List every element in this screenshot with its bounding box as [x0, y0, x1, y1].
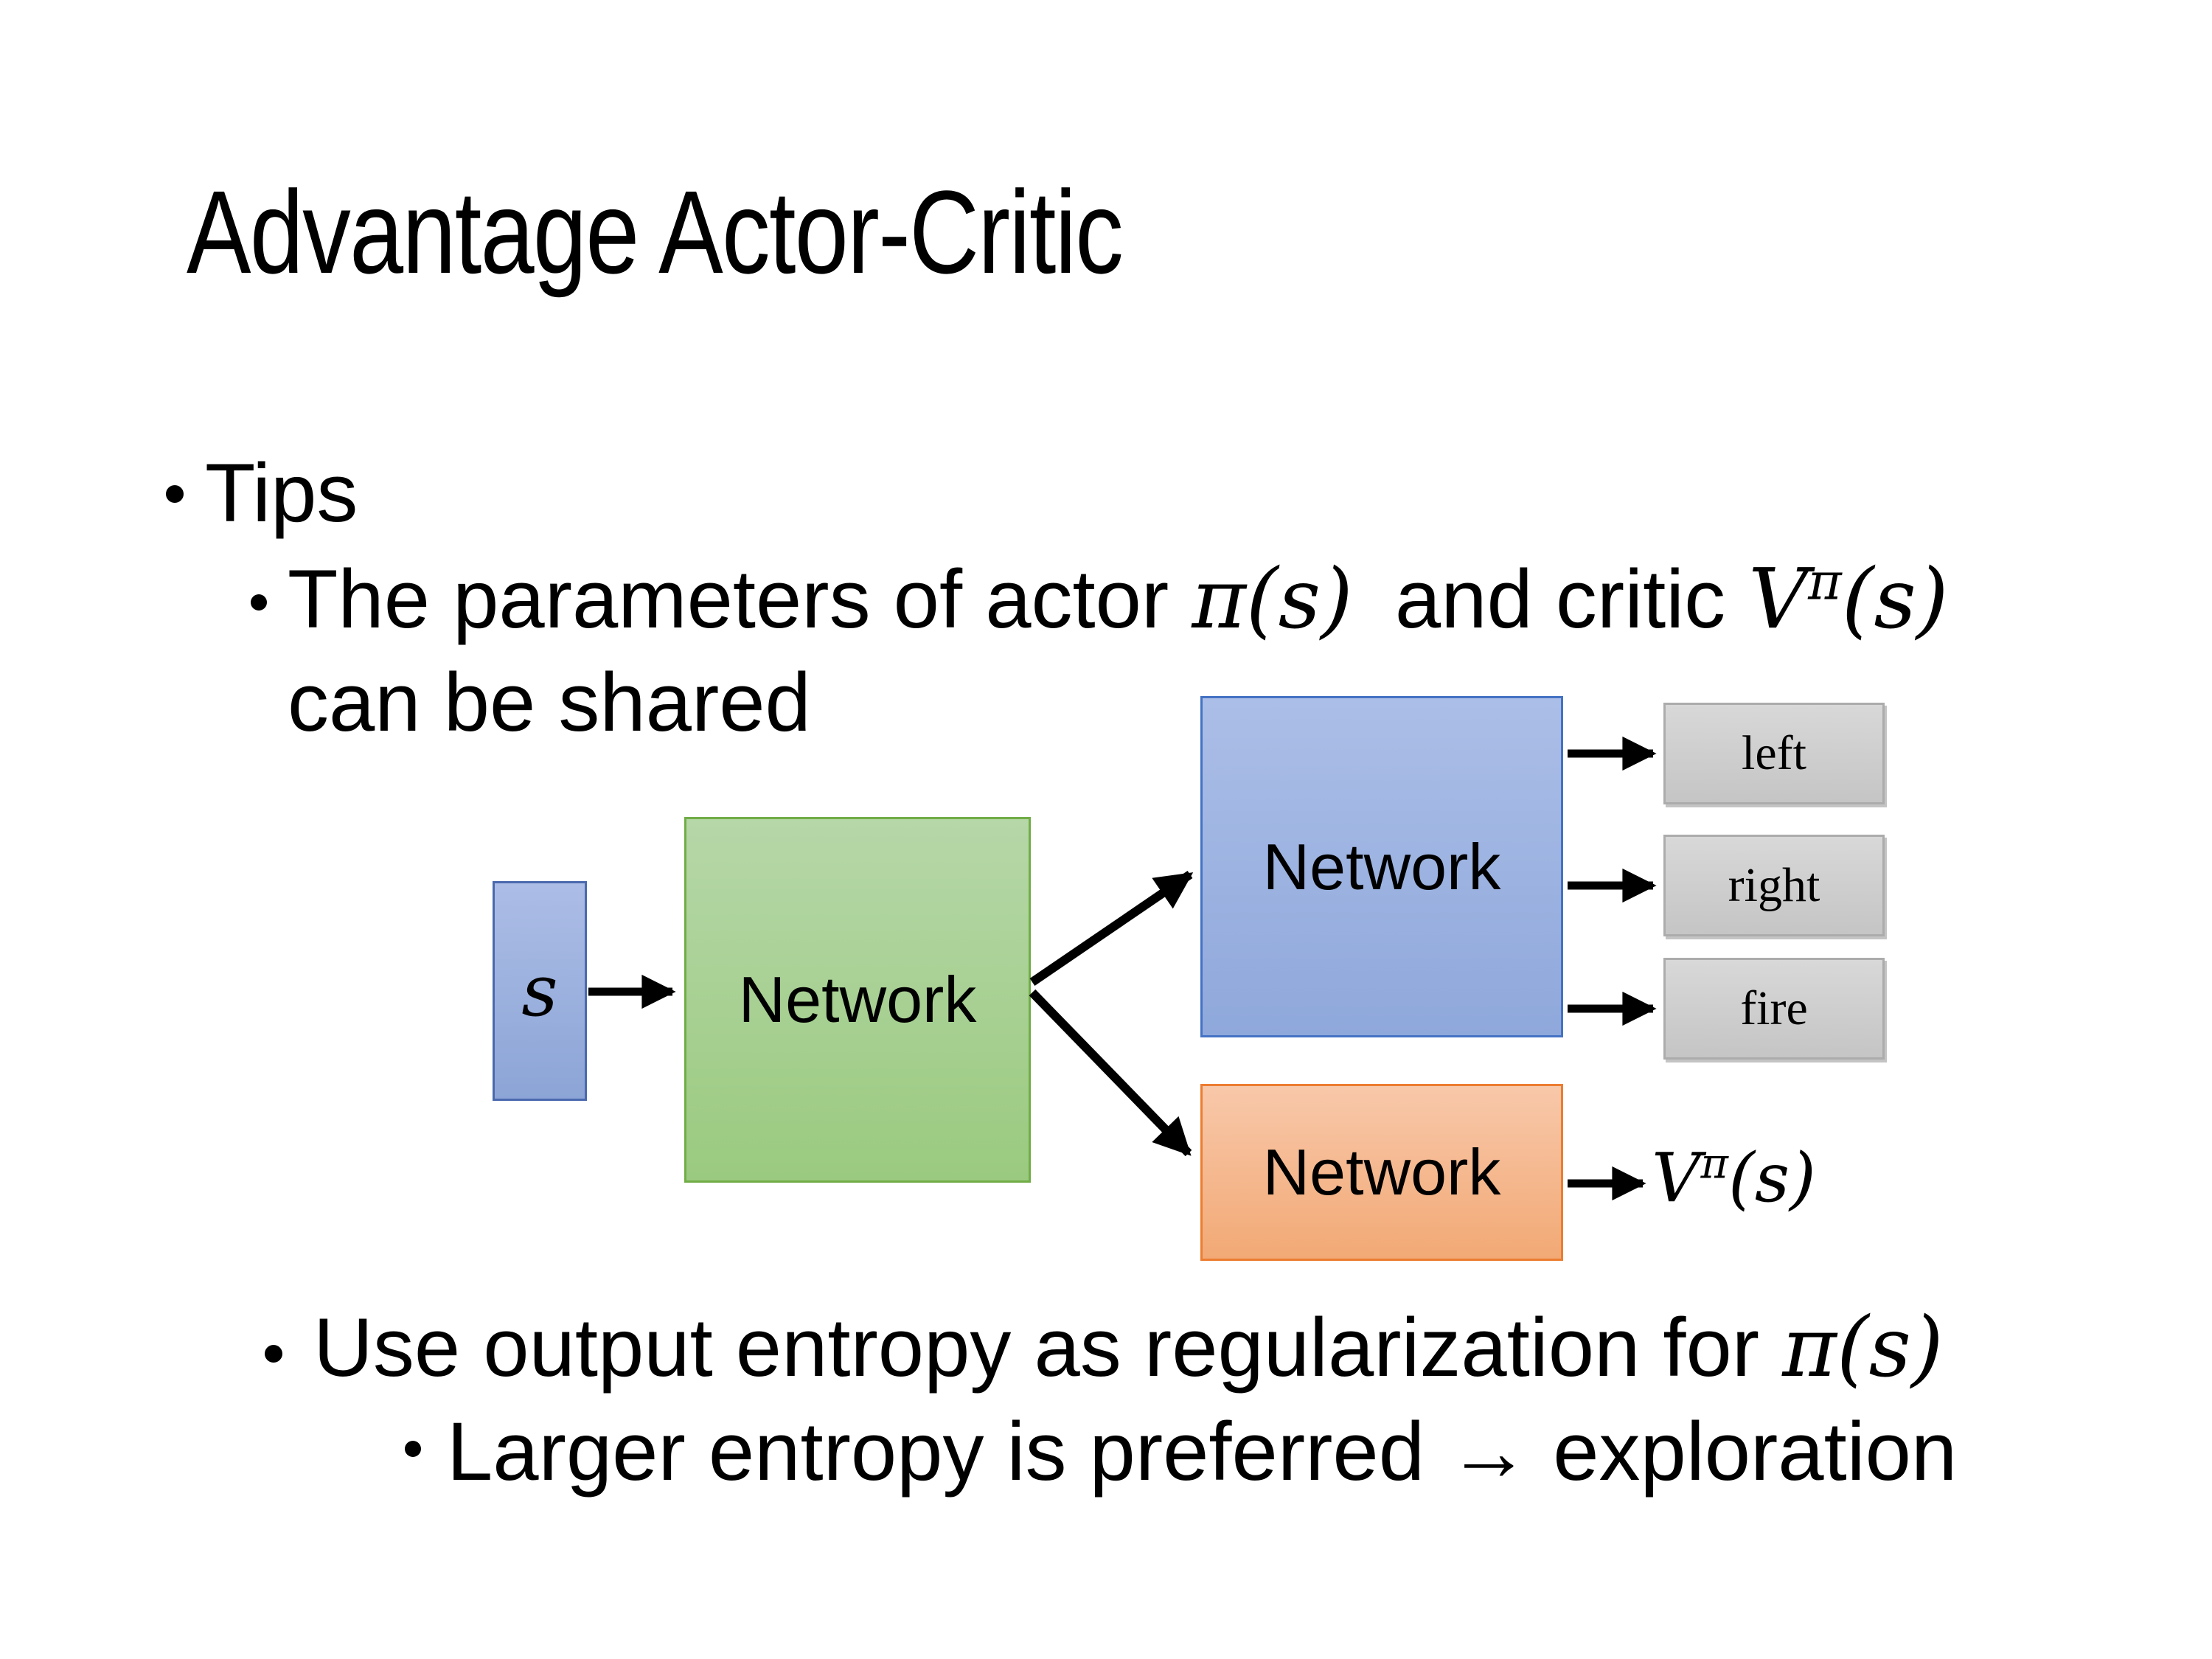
- bullet-dot: [265, 1345, 282, 1363]
- action-box-right: right: [1663, 835, 1885, 936]
- math-pi-s-2: π(s): [1782, 1300, 1944, 1396]
- shared-network-label: Network: [738, 963, 977, 1036]
- shared-network-box: Network: [684, 817, 1031, 1183]
- actor-network-box: Network: [1200, 696, 1563, 1037]
- arrow-shared-to-actor: [1029, 871, 1194, 986]
- critic-output-v: V: [1652, 1138, 1701, 1217]
- bullet-dot: [166, 485, 184, 503]
- state-input-box: s: [493, 881, 587, 1101]
- arrow-shared-to-critic: [1029, 989, 1192, 1157]
- page-title: Advantage Actor-Critic: [187, 166, 1124, 298]
- action-box-left: left: [1663, 703, 1885, 804]
- math-pi-s: π(s): [1192, 552, 1353, 647]
- critic-output-sup-pi: π: [1700, 1139, 1728, 1189]
- bullet-shared-params-line2: can be shared: [288, 656, 811, 748]
- critic-output-args: (s): [1728, 1138, 1816, 1217]
- bullet-entropy-reg: Use output entropy as regularization for…: [313, 1307, 1944, 1390]
- state-input-label: s: [521, 950, 558, 1032]
- bullet-dot: [251, 594, 267, 611]
- bullet-tips: Tips: [205, 447, 358, 539]
- bullet-shared-params-text: The parameters of actor: [288, 553, 1192, 645]
- critic-network-label: Network: [1262, 1135, 1501, 1208]
- action-box-fire: fire: [1663, 958, 1885, 1060]
- bullet-dot: [405, 1441, 421, 1457]
- bullet-shared-params-mid: and critic: [1371, 553, 1749, 645]
- action-label-right: right: [1728, 858, 1820, 912]
- critic-output-value: Vπ(s): [1652, 1143, 1816, 1212]
- critic-network-box: Network: [1200, 1084, 1563, 1261]
- bullet-larger-entropy: Larger entropy is preferred → exploratio…: [447, 1405, 1958, 1498]
- math-v-args: (s): [1841, 552, 1949, 647]
- bullet-shared-params-line1: The parameters of actor π(s) and critic …: [288, 557, 1949, 641]
- bullet-entropy-reg-text: Use output entropy as regularization for: [313, 1301, 1783, 1394]
- action-label-left: left: [1742, 726, 1806, 780]
- actor-network-label: Network: [1262, 830, 1501, 903]
- action-label-fire: fire: [1740, 981, 1808, 1035]
- math-v: V: [1748, 552, 1809, 647]
- math-v-sup-pi: π: [1808, 552, 1842, 612]
